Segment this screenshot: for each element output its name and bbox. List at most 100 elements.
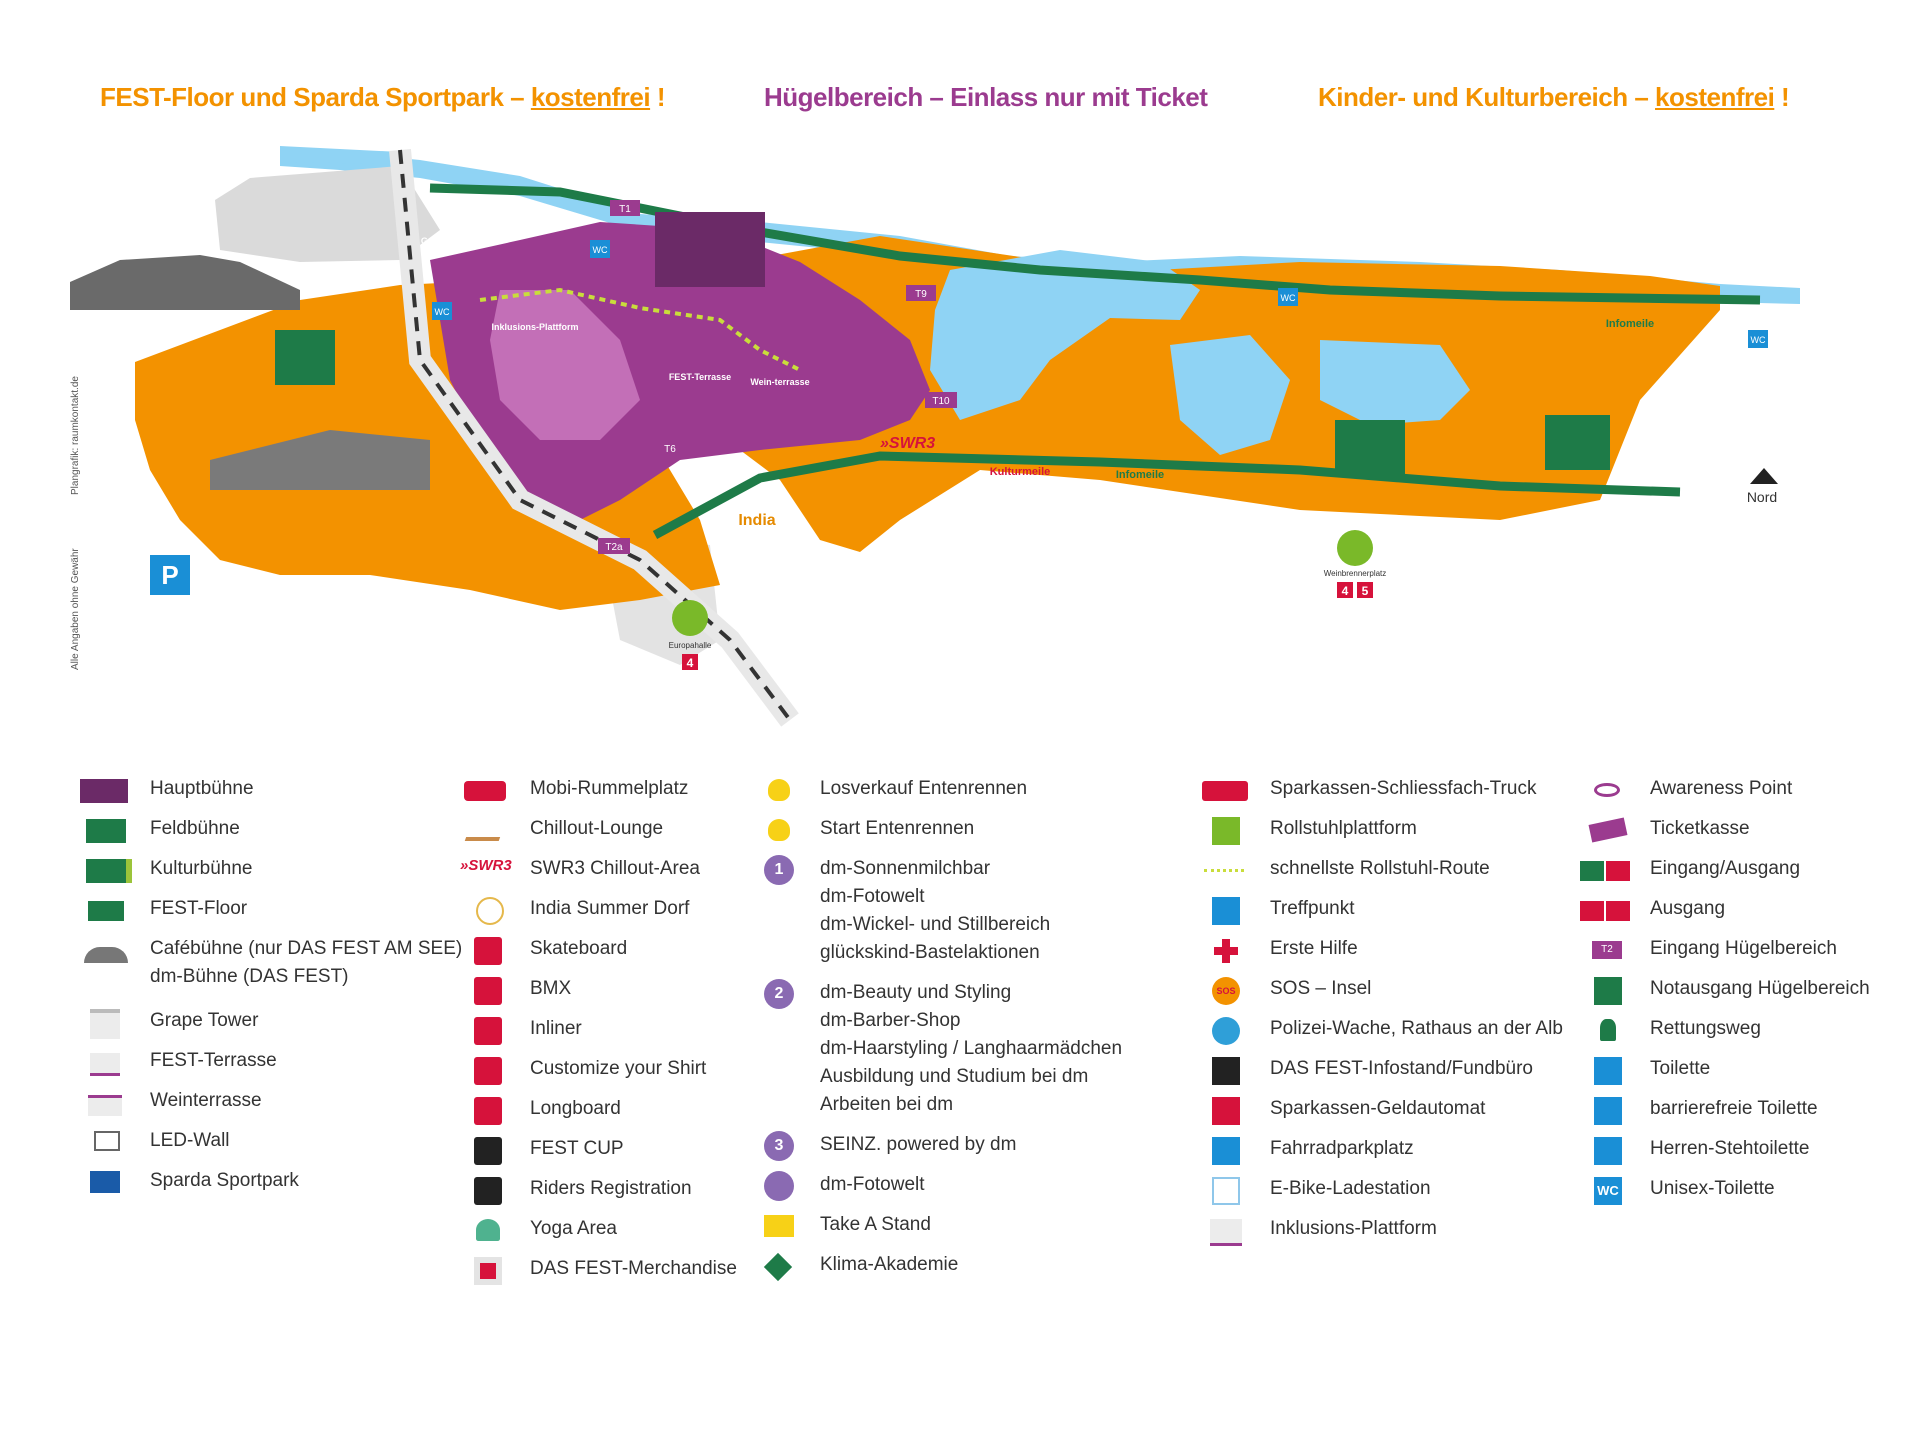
urinal-icon [1580,1135,1638,1165]
legend-label: Riders Registration [530,1178,692,1199]
legend-label: SOS – Insel [1270,978,1372,999]
parking-label: P [161,560,178,590]
header-left-text: FEST-Floor und Sparda Sportpark – [100,82,531,112]
legend-item: Grape Tower [80,1007,462,1047]
fest-floor-icon [80,895,138,925]
hill-entrance-icon-text: T2 [1601,944,1613,955]
legend-label: Fahrradparkplatz [1270,1138,1414,1159]
sbahn-europahalle-icon[interactable] [672,600,708,636]
emergency-exit-icon [1580,975,1638,1005]
legend-label: Feldbühne [150,818,240,839]
wheelchair-route [479,287,801,372]
legend-item: barrierefreie Toilette [1580,1095,1870,1135]
legend-item: India Summer Dorf [460,895,737,935]
gate-t2a-label: T2a [605,542,623,553]
legend-item: schnellste Rollstuhl-Route [1200,855,1563,895]
legend-label: Erste Hilfe [1270,938,1358,959]
gate-t9[interactable]: T9 [906,285,936,301]
legend-label: dm-Beauty und Styling dm-Barber-Shop dm-… [820,982,1123,1115]
sos-icon-text: SOS [1216,986,1236,996]
gate-t2a[interactable]: T2a [598,538,630,554]
sos-icon: SOS [1200,975,1258,1005]
legend-label: Sparkassen-Geldautomat [1270,1098,1486,1119]
festival-map[interactable]: P Grape Tower Inklusions-Plattform FEST-… [0,0,1917,760]
merchandise-icon [460,1255,518,1285]
legend-label: Sparkassen-Schliessfach-Truck [1270,778,1537,799]
wheelchair-route-icon [1200,855,1258,885]
header-right: Kinder- und Kulturbereich – kostenfrei ! [1318,82,1790,113]
legend-item: dm-Fotowelt [750,1171,1122,1211]
dm-camera-icon [750,1171,808,1201]
legend-item: Chillout-Lounge [460,815,737,855]
duck-lottery-icon [750,775,808,805]
meeting-point-icon [1200,895,1258,925]
header-center: Hügelbereich – Einlass nur mit Ticket [764,82,1208,113]
parking-sign[interactable] [150,555,190,595]
line-4b-label: 4 [1342,584,1349,598]
yoga-icon [460,1215,518,1245]
legend-item: Yoga Area [460,1215,737,1255]
legend-item: Klima-Akademie [750,1251,1122,1291]
gate-t6[interactable]: T6 [655,440,685,456]
wc-marker-3[interactable]: WC [1278,288,1298,306]
legend-label: Losverkauf Entenrennen [820,778,1028,799]
weinterrasse-icon [80,1087,138,1117]
header-right-link[interactable]: kostenfrei [1655,82,1775,112]
awareness-eye-icon [1580,775,1638,805]
legend-label: Eingang Hügelbereich [1650,938,1837,959]
legend-label: Yoga Area [530,1218,617,1239]
label-fest-terrasse: FEST-Terrasse [669,372,731,382]
label-north: Nord [1747,489,1777,505]
legend-item: Ticketkasse [1580,815,1870,855]
legend-item: Inliner [460,1015,737,1055]
exit-icon [1580,895,1638,925]
wc-marker-4[interactable]: WC [1748,330,1768,348]
legend-col-dm: Losverkauf Entenrennen Start Entenrennen… [750,775,1122,1291]
unisex-wc-icon-text: WC [1597,1183,1619,1198]
legend-item: Sparkassen-Geldautomat [1200,1095,1563,1135]
india-icon [460,895,518,925]
legend-label: schnellste Rollstuhl-Route [1270,858,1490,879]
legend-item: Riders Registration [460,1175,737,1215]
legend-item: Eingang/Ausgang [1580,855,1870,895]
legend-label: Customize your Shirt [530,1058,707,1079]
label-europahalle: Europahalle [669,641,712,650]
gate-t6-label: T6 [664,444,676,455]
rescue-route-icon [1580,1015,1638,1045]
legend-item: FEST-Terrasse [80,1047,462,1087]
lake-right [1320,340,1470,425]
legend-item: E-Bike-Ladestation [1200,1175,1563,1215]
legend-item: Fahrradparkplatz [1200,1135,1563,1175]
grape-tower-icon [80,1007,138,1039]
wc-marker-2[interactable]: WC [432,302,452,320]
sbahn-weinbrenner-icon[interactable] [1337,530,1373,566]
dm-2-icon: 2 [750,979,808,1009]
line-5-label: 5 [1362,584,1369,598]
legend-item: Feldbühne [80,815,462,855]
entrance-exit-icon [1580,855,1638,885]
first-aid-icon [1200,935,1258,965]
wc-marker-1[interactable]: WC [590,240,610,258]
label-india: India [738,512,775,529]
legend-label: Toilette [1650,1058,1711,1079]
lake-middle [1170,335,1290,455]
label-kulturmeile: Kulturmeile [990,466,1051,478]
legend-label: Ausgang [1650,898,1726,919]
header-left-link[interactable]: kostenfrei [530,82,651,112]
legend-item: Ausgang [1580,895,1870,935]
led-wall-icon [80,1127,138,1157]
dm-1-icon-text: 1 [774,861,784,878]
gate-t1[interactable]: T1 [610,200,640,216]
legend-item: Treffpunkt [1200,895,1563,935]
wc-marker-2-label: WC [435,307,450,317]
gate-t10[interactable]: T10 [925,392,957,408]
hall-building [210,430,430,490]
legend-label: Take A Stand [820,1214,931,1235]
legend-label: Sparda Sportpark [150,1170,299,1191]
legend-label: Treffpunkt [1270,898,1355,919]
legend-label: Skateboard [530,938,628,959]
swr3-icon-text: »SWR3 [460,857,512,874]
legend-label: Mobi-Rummelplatz [530,778,689,799]
legend-label: Longboard [530,1098,621,1119]
